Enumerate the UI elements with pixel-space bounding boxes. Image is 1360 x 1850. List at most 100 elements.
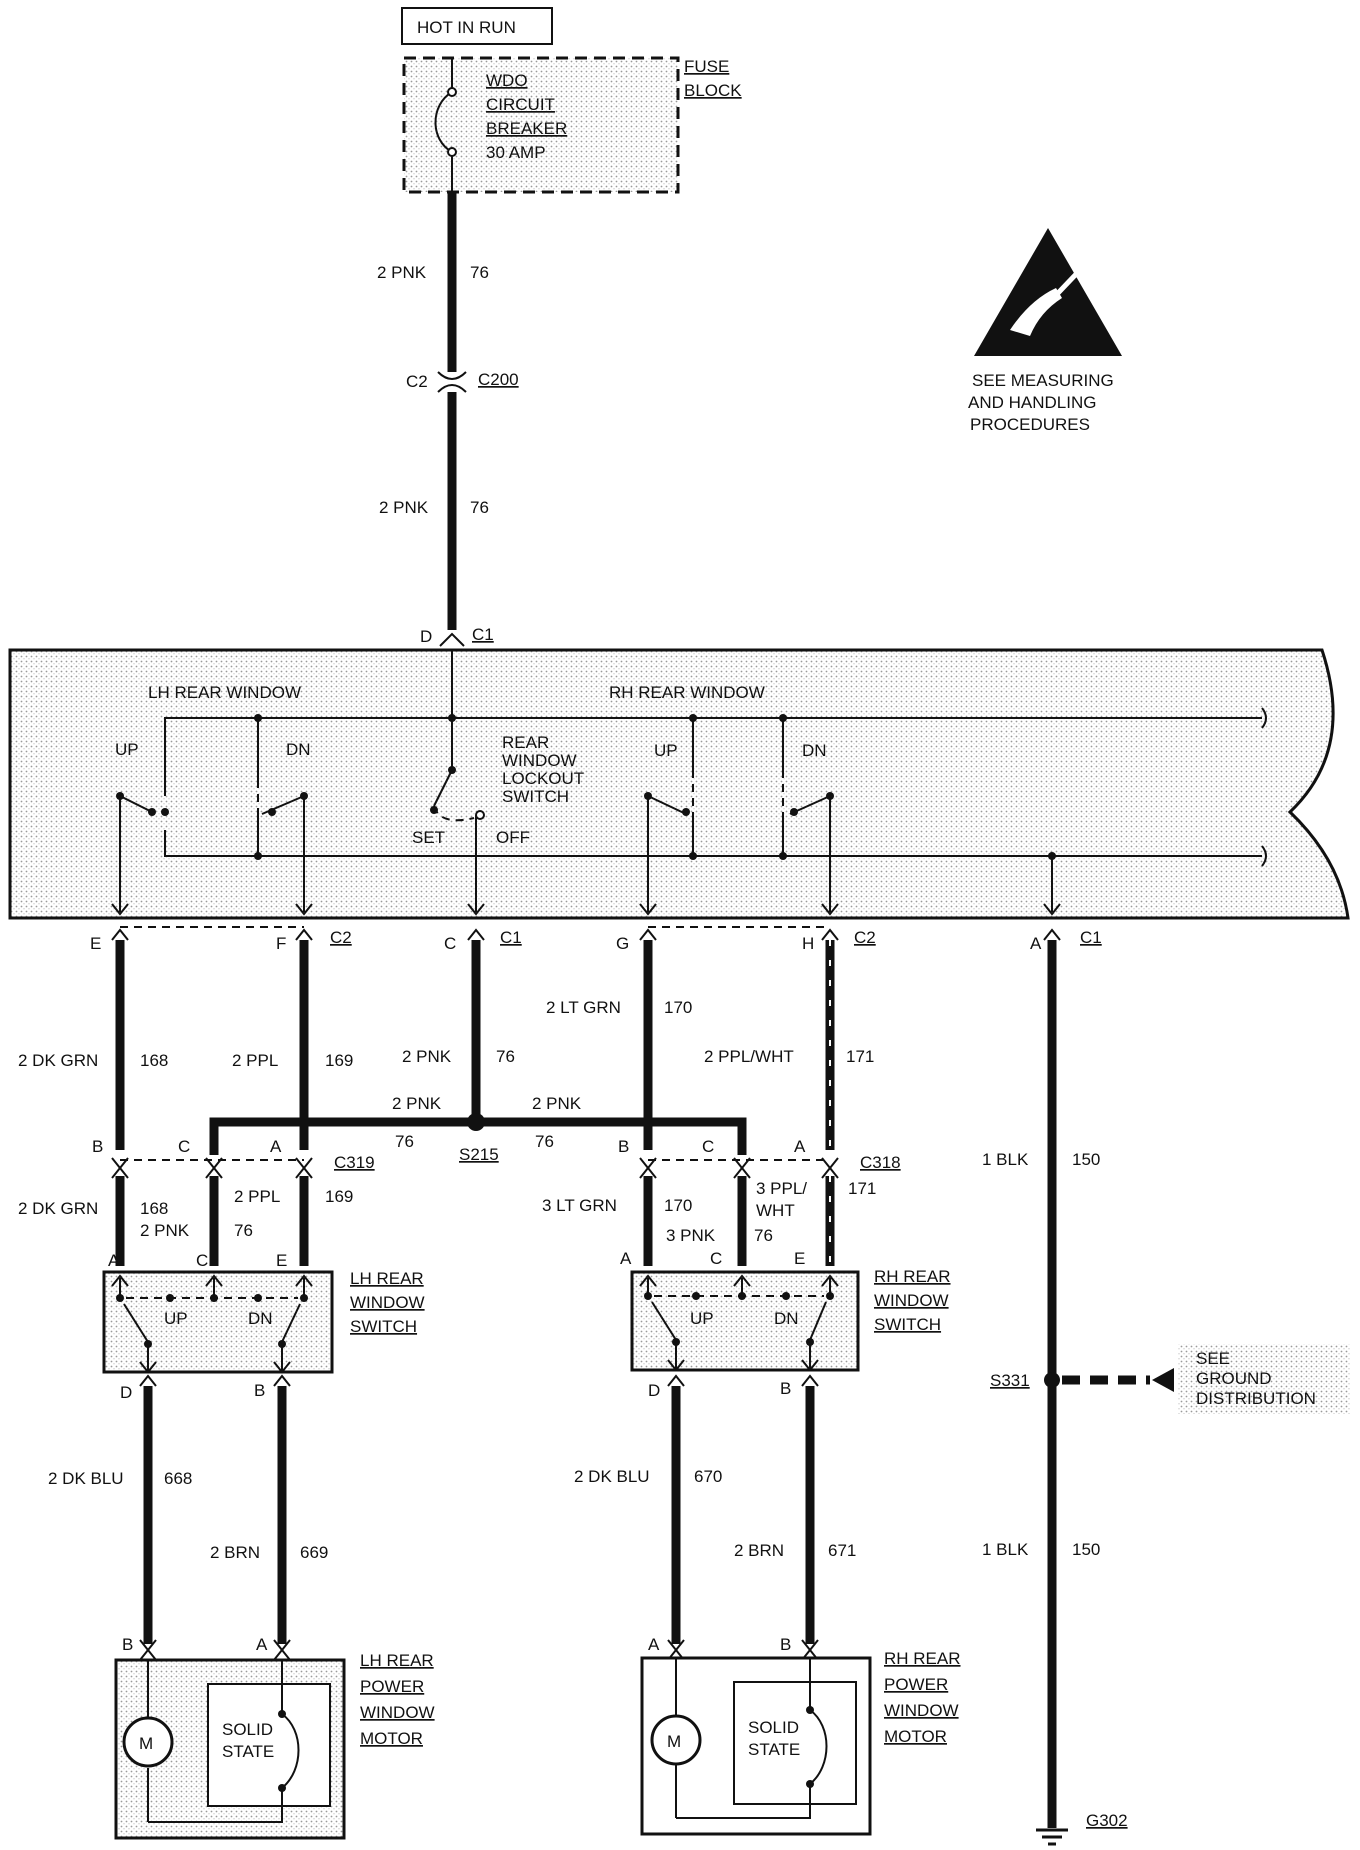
- wire-150-lower-color: 1 BLK: [982, 1540, 1029, 1559]
- rh-switch-label-1: RH REAR: [874, 1267, 951, 1286]
- lh-wire-76-color: 2 PNK: [140, 1221, 190, 1240]
- lh-switch-pin-d: D: [120, 1383, 132, 1402]
- wire-668-num: 668: [164, 1469, 192, 1488]
- circuit-breaker-icon: [434, 58, 457, 192]
- connector-c200-pin: C2: [406, 372, 428, 391]
- lh-switch-pin-a: A: [108, 1251, 120, 1270]
- rh-solid-state-box: [733, 1681, 857, 1805]
- wire-671-color: 2 BRN: [734, 1541, 784, 1560]
- rh-solid-1: SOLID: [748, 1718, 799, 1737]
- pin-h: H: [802, 934, 814, 953]
- rh-motor-label-3: WINDOW: [884, 1701, 959, 1720]
- esd-note-1: SEE MEASURING: [972, 371, 1114, 390]
- wire-150-lower-num: 150: [1072, 1540, 1100, 1559]
- wire-669-color: 2 BRN: [210, 1543, 260, 1562]
- c1-mid-label: C1: [500, 928, 522, 947]
- rh-switch-internals: [639, 1274, 839, 1372]
- lh-up-switch: [116, 718, 169, 912]
- fuse-block-label-1: FUSE: [684, 57, 729, 76]
- rh-motor-label-4: MOTOR: [884, 1727, 947, 1746]
- lh-switch-dn-label: DN: [248, 1309, 273, 1328]
- wire-76-center-color: 2 PNK: [402, 1047, 452, 1066]
- pin-g: G: [616, 934, 629, 953]
- lh-wire-169-color: 2 PPL: [234, 1187, 280, 1206]
- wire-76-center-num: 76: [496, 1047, 515, 1066]
- rh-up-label: UP: [654, 741, 678, 760]
- bus-break-lower-icon: [1261, 845, 1267, 867]
- pin-a-ground: A: [1030, 934, 1042, 953]
- wire-76-lower-color: 2 PNK: [379, 498, 429, 517]
- rh-switch-pin-b: B: [780, 1379, 791, 1398]
- rh-dn-switch: [782, 718, 834, 912]
- lh-dn-switch: [257, 718, 308, 912]
- lh-wire-168-num: 168: [140, 1199, 168, 1218]
- rh-motor-label-2: POWER: [884, 1675, 948, 1694]
- lh-dn-label: DN: [286, 740, 311, 759]
- splice-right-color: 2 PNK: [532, 1094, 582, 1113]
- rh-switch-dn-label: DN: [774, 1309, 799, 1328]
- splice-left-color: 2 PNK: [392, 1094, 442, 1113]
- rh-motor-pin-b: B: [780, 1635, 791, 1654]
- lh-solid-state-box: [207, 1683, 331, 1807]
- rh-switch-up-label: UP: [690, 1309, 714, 1328]
- c319-pin-b: B: [92, 1137, 103, 1156]
- c2-right-label: C2: [854, 928, 876, 947]
- motor-icon: [122, 1716, 174, 1768]
- rh-switch-pin-c: C: [710, 1249, 722, 1268]
- lh-solid-1: SOLID: [222, 1720, 273, 1739]
- rh-motor-circuit: [675, 1658, 828, 1819]
- wire-671-num: 671: [828, 1541, 856, 1560]
- ground-see-1: SEE: [1196, 1349, 1230, 1368]
- lh-motor-label-2: POWER: [360, 1677, 424, 1696]
- lh-motor-label-3: WINDOW: [360, 1703, 435, 1722]
- c319-pin-c: C: [178, 1137, 190, 1156]
- breaker-label-3: BREAKER: [486, 119, 567, 138]
- connector-row-arrows-icon: [111, 928, 1061, 941]
- hot-in-run-label: HOT IN RUN: [417, 18, 516, 37]
- rh-switch-label-3: SWITCH: [874, 1315, 941, 1334]
- wire-169-color: 2 PPL: [232, 1051, 278, 1070]
- lockout-label-2: WINDOW: [502, 751, 577, 770]
- rh-dn-label: DN: [802, 741, 827, 760]
- wire-169-num: 169: [325, 1051, 353, 1070]
- wire-76-upper-color: 2 PNK: [377, 263, 427, 282]
- wire-171-color: 2 PPL/WHT: [704, 1047, 794, 1066]
- rh-motor-label-1: RH REAR: [884, 1649, 961, 1668]
- wire-170-color: 2 LT GRN: [546, 998, 621, 1017]
- splice-right-num: 76: [535, 1132, 554, 1151]
- wire-670-color: 2 DK BLU: [574, 1467, 650, 1486]
- splice-s331-dot: [1044, 1372, 1060, 1388]
- rh-rear-window-switch-box: [630, 1270, 860, 1372]
- rh-wire-171-color-1: 3 PPL/: [756, 1179, 807, 1198]
- rh-wire-76-color: 3 PNK: [666, 1226, 716, 1245]
- esd-warning-icon: [974, 228, 1122, 356]
- lh-switch-internals: [111, 1274, 313, 1374]
- wire-168-num: 168: [140, 1051, 168, 1070]
- connector-c200-icon: [437, 371, 467, 393]
- c318-pin-c: C: [702, 1137, 714, 1156]
- pin-c: C: [444, 934, 456, 953]
- lh-rear-window-switch-box: [102, 1270, 334, 1374]
- wire-168-color: 2 DK GRN: [18, 1051, 98, 1070]
- rh-wire-170-num: 170: [664, 1196, 692, 1215]
- rh-wire-171-num: 171: [848, 1179, 876, 1198]
- breaker-label-4: 30 AMP: [486, 143, 546, 162]
- pin-e: E: [90, 934, 101, 953]
- wire-150-upper-color: 1 BLK: [982, 1150, 1029, 1169]
- ground-g302-name: G302: [1086, 1811, 1128, 1830]
- rh-switch-pin-d: D: [648, 1381, 660, 1400]
- switch-output-pins-icon: [139, 1374, 819, 1387]
- wire-669-num: 669: [300, 1543, 328, 1562]
- lh-wire-168-color: 2 DK GRN: [18, 1199, 98, 1218]
- rh-wire-170-color: 3 LT GRN: [542, 1196, 617, 1215]
- wire-668-color: 2 DK BLU: [48, 1469, 124, 1488]
- lower-bus-line: [164, 830, 1262, 857]
- bus-break-upper-icon: [1261, 707, 1267, 729]
- esd-note-3: PROCEDURES: [970, 415, 1090, 434]
- lh-switch-label-2: WINDOW: [350, 1293, 425, 1312]
- lh-switch-pin-e: E: [276, 1251, 287, 1270]
- fuse-block: [402, 56, 680, 194]
- rh-wire-171-color-2: WHT: [756, 1201, 795, 1220]
- lockout-off-label: OFF: [496, 828, 530, 847]
